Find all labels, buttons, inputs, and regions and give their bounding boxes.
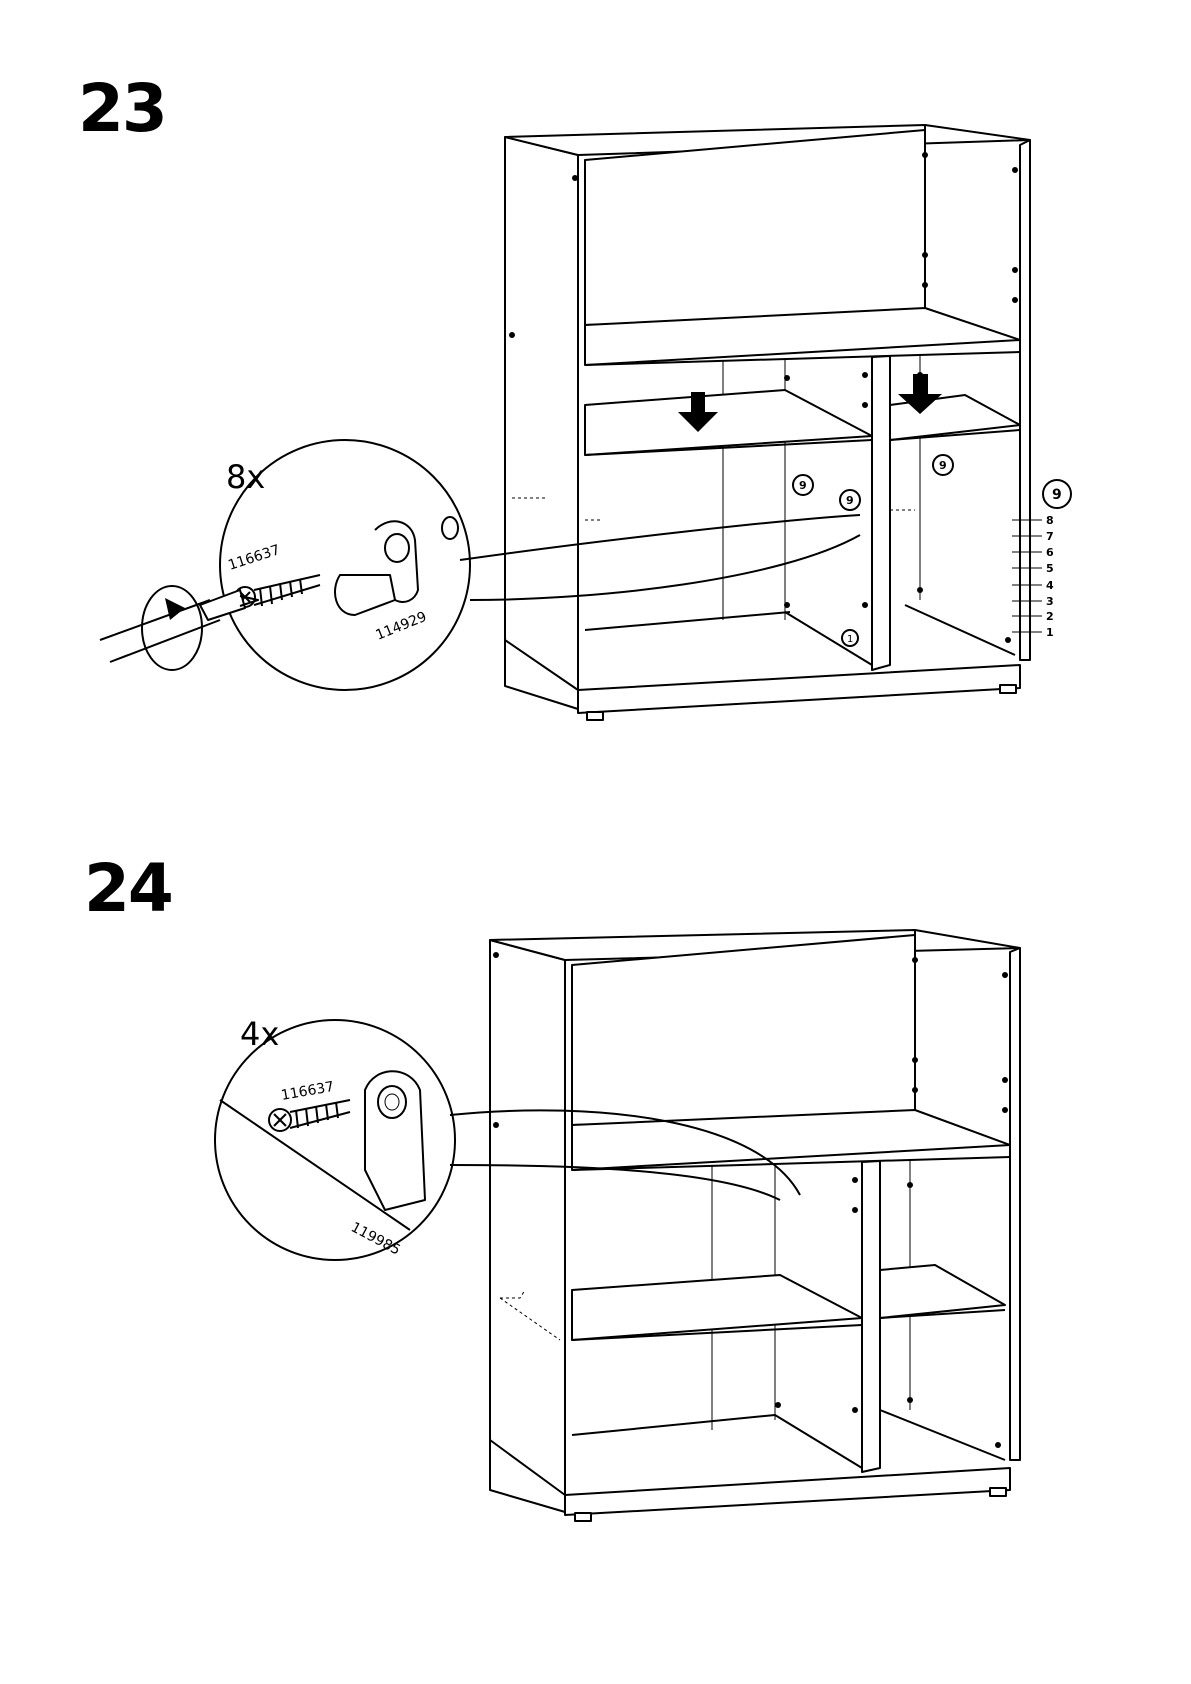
svg-text:7: 7 — [1046, 530, 1054, 543]
svg-text:6: 6 — [1046, 546, 1054, 559]
svg-text:8: 8 — [1046, 514, 1054, 527]
quantity-label: 4x — [240, 1015, 279, 1053]
callout-side: 9 — [1043, 480, 1071, 508]
callout-shelf-right: 9 — [933, 455, 953, 475]
svg-text:9: 9 — [939, 459, 947, 472]
cabinet-23 — [505, 125, 1030, 720]
svg-text:9: 9 — [1052, 487, 1062, 503]
svg-text:9: 9 — [846, 494, 854, 507]
hole-level-scale: 8 7 6 5 4 3 2 1 — [1012, 514, 1054, 639]
callout-bottom-mark: 1 — [842, 630, 858, 646]
callout-shelf-left: 9 — [793, 475, 813, 495]
step-23-diagram: 9 9 9 9 1 8 7 6 5 4 3 2 1 8x — [0, 0, 1191, 740]
rotate-arrow-icon — [142, 586, 202, 670]
screwdriver-icon — [100, 590, 258, 662]
svg-text:2: 2 — [1046, 610, 1054, 623]
svg-text:3: 3 — [1046, 595, 1054, 608]
bracket-icon — [365, 1071, 425, 1210]
callout-shelf-mid: 9 — [840, 490, 860, 510]
cabinet-24 — [490, 930, 1020, 1521]
svg-text:1: 1 — [1046, 626, 1054, 639]
quantity-label: 8x — [226, 458, 265, 496]
svg-text:4: 4 — [1046, 579, 1054, 592]
svg-text:1: 1 — [847, 634, 853, 645]
svg-text:5: 5 — [1046, 562, 1054, 575]
svg-text:9: 9 — [799, 479, 807, 492]
step-24-diagram: 4x 116637 119985 — [0, 900, 1191, 1680]
